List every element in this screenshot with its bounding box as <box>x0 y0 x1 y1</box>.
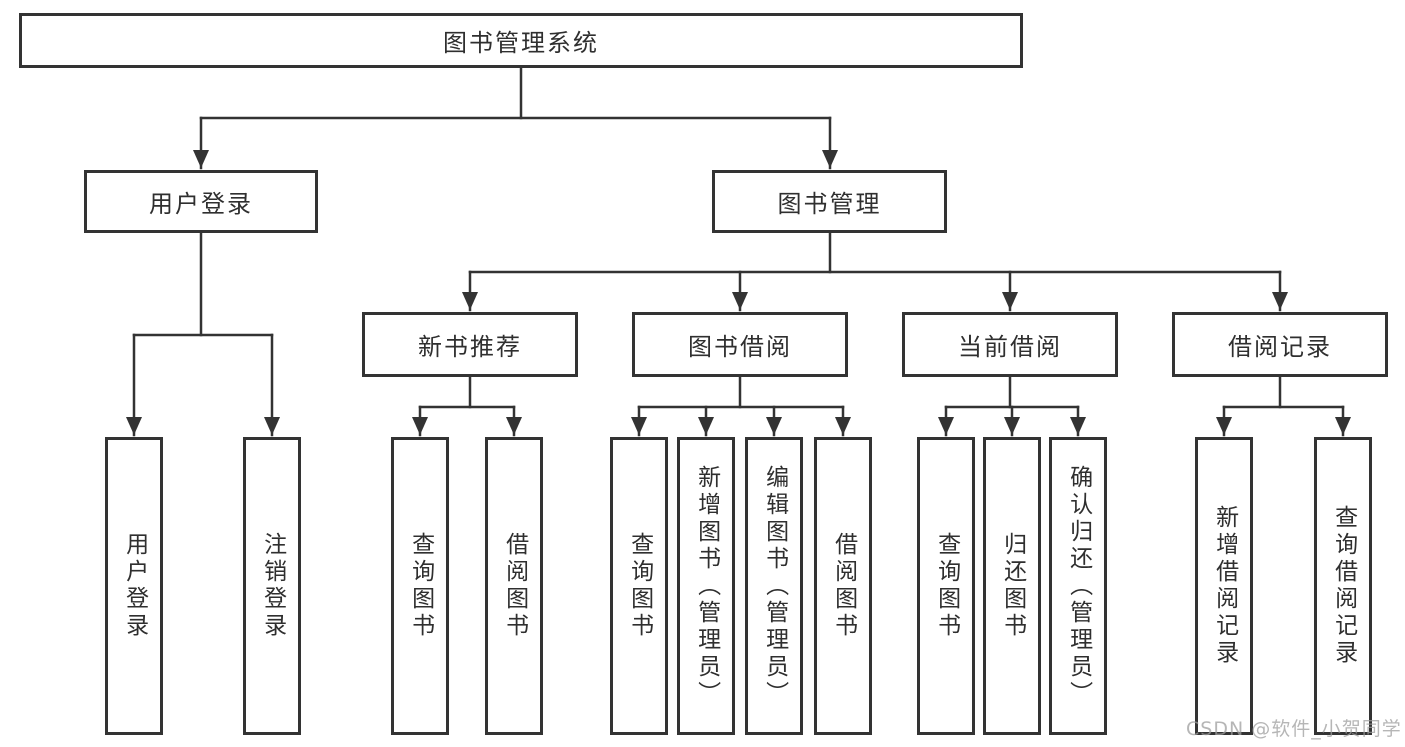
leaf-label: 新增图书（管理员） <box>693 464 720 708</box>
leaf-label: 用户登录 <box>121 532 148 640</box>
leaf-add-books-admin: 新增图书（管理员） <box>677 437 735 735</box>
leaf-query-books-recommend: 查询图书 <box>391 437 449 735</box>
leaf-label: 借阅图书 <box>830 532 857 640</box>
leaf-logout: 注销登录 <box>243 437 301 735</box>
node-label: 图书管理 <box>777 190 882 218</box>
leaf-add-borrow-record: 新增借阅记录 <box>1195 437 1253 735</box>
leaf-borrow-books: 借阅图书 <box>814 437 872 735</box>
node-book-borrowing: 图书借阅 <box>632 312 848 377</box>
leaf-return-books: 归还图书 <box>983 437 1041 735</box>
node-label: 图书借阅 <box>688 333 792 361</box>
leaf-label: 新增借阅记录 <box>1211 505 1238 667</box>
node-library-system: 图书管理系统 <box>19 13 1023 68</box>
node-label: 借阅记录 <box>1228 333 1332 361</box>
leaf-label: 确认归还（管理员） <box>1065 464 1092 708</box>
leaf-borrow-books-recommend: 借阅图书 <box>485 437 543 735</box>
node-label: 图书管理系统 <box>443 29 599 57</box>
node-label: 用户登录 <box>149 190 253 218</box>
leaf-label: 查询图书 <box>933 532 960 640</box>
leaf-edit-books-admin: 编辑图书（管理员） <box>745 437 803 735</box>
csdn-watermark: CSDN @软件_小贺同学 <box>1186 718 1402 740</box>
leaf-label: 编辑图书（管理员） <box>761 464 788 708</box>
node-current-borrowing: 当前借阅 <box>902 312 1118 377</box>
node-borrowing-records: 借阅记录 <box>1172 312 1388 377</box>
leaf-label: 查询图书 <box>626 532 653 640</box>
leaf-query-borrow-record: 查询借阅记录 <box>1314 437 1372 735</box>
leaf-user-login: 用户登录 <box>105 437 163 735</box>
leaf-label: 归还图书 <box>999 532 1026 640</box>
leaf-label: 注销登录 <box>259 532 286 640</box>
leaf-label: 借阅图书 <box>501 532 528 640</box>
node-label: 当前借阅 <box>958 333 1062 361</box>
leaf-query-books-borrow: 查询图书 <box>610 437 668 735</box>
node-label: 新书推荐 <box>418 333 522 361</box>
leaf-query-books-current: 查询图书 <box>917 437 975 735</box>
leaf-confirm-return-admin: 确认归还（管理员） <box>1049 437 1107 735</box>
node-user-login: 用户登录 <box>84 170 318 233</box>
node-new-book-recommendation: 新书推荐 <box>362 312 578 377</box>
leaf-label: 查询图书 <box>407 532 434 640</box>
node-book-management: 图书管理 <box>712 170 947 233</box>
leaf-label: 查询借阅记录 <box>1330 505 1357 667</box>
